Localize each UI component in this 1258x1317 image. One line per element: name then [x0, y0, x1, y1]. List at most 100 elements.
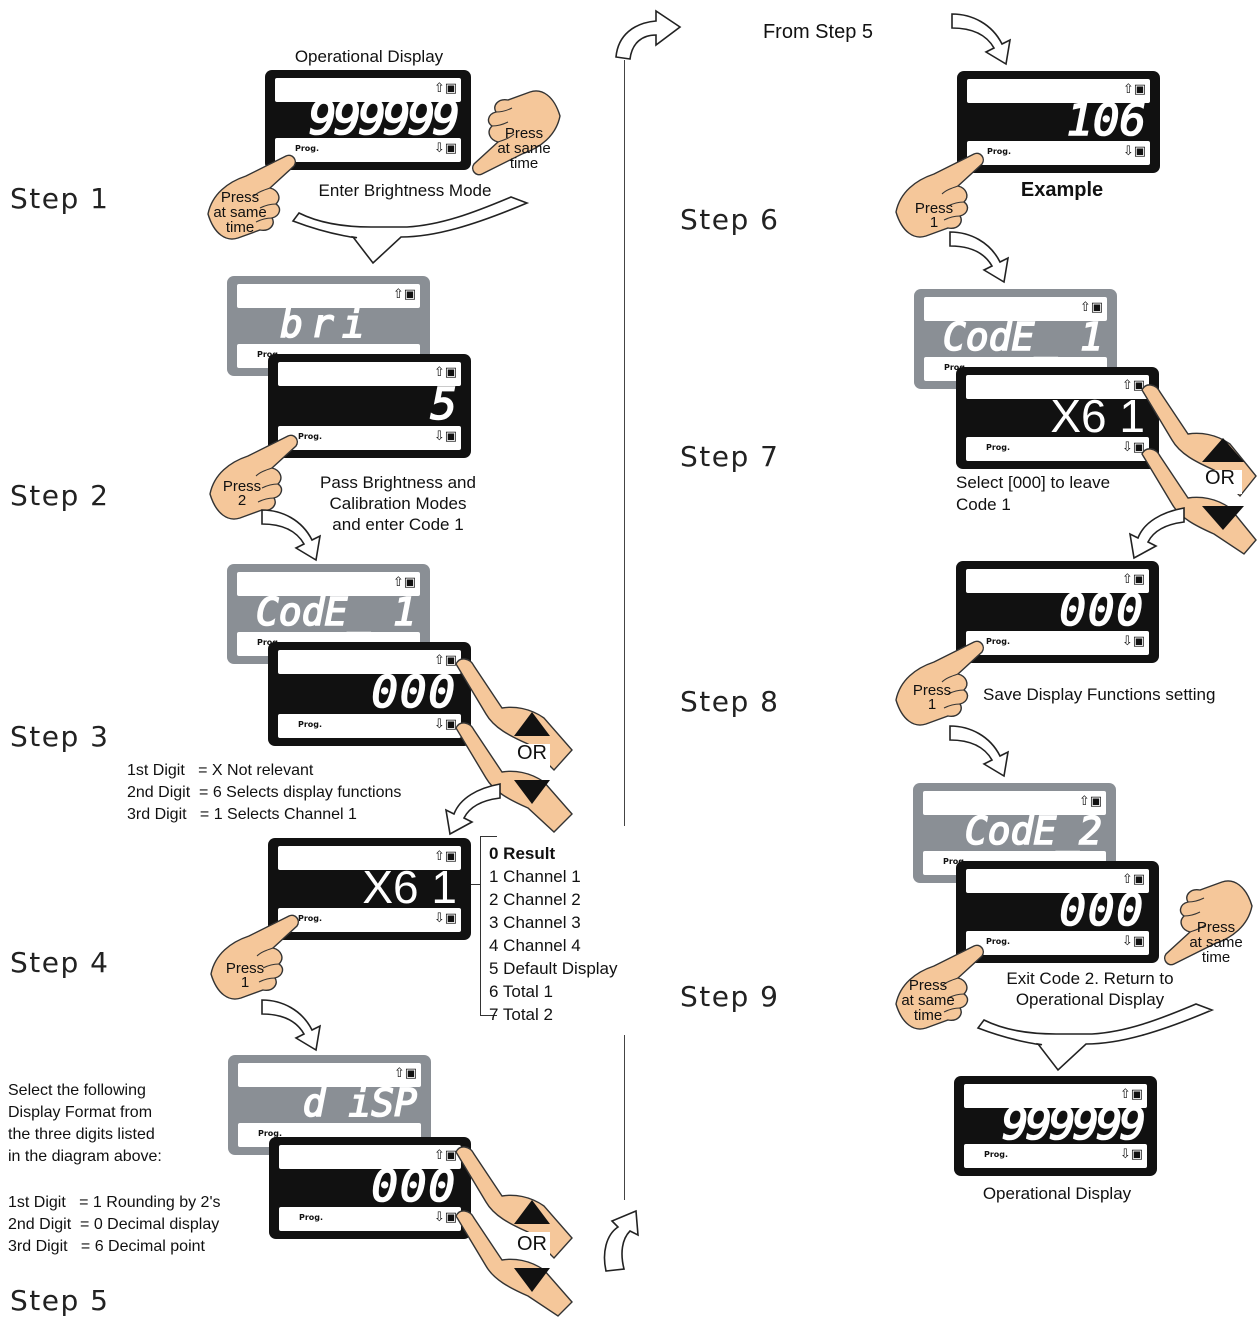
- display-readout: X6 1: [1050, 390, 1145, 442]
- legend-item: 3 Channel 3: [489, 913, 581, 932]
- legend-item: 1 Channel 1: [489, 867, 581, 886]
- column-divider-bottom: [624, 1035, 625, 1200]
- exit-code2-caption: Exit Code 2. Return to Operational Displ…: [1006, 969, 1174, 1009]
- up-key-icon[interactable]: ⇧▣: [1078, 794, 1102, 809]
- continue-arrow-top-icon: [615, 9, 682, 60]
- press1-step8-text: Press 1: [912, 682, 952, 713]
- step-1-label: Step 1: [10, 182, 110, 215]
- up-key-icon[interactable]: ⇧▣: [1121, 572, 1145, 587]
- prog-label: Prog.: [986, 637, 1011, 646]
- step-6-label: Step 6: [680, 203, 780, 236]
- down-key-icon[interactable]: ⇩▣: [433, 141, 457, 156]
- up-key-icon[interactable]: ⇧▣: [433, 81, 457, 96]
- example-value-panel: ⇧▣ 106 Prog. ⇩▣: [957, 71, 1160, 173]
- prog-label: Prog.: [986, 443, 1011, 452]
- curve-arrow-step2-icon: [261, 509, 321, 561]
- operational-display-final-caption: Operational Display: [982, 1184, 1132, 1203]
- operational-display-final-panel: ⇧▣ 999999 Prog. ⇩▣: [954, 1076, 1157, 1176]
- continue-arrow-bottom-icon: [603, 1209, 639, 1272]
- prog-label: Prog.: [257, 638, 282, 647]
- down-key-icon[interactable]: ⇩▣: [433, 429, 457, 444]
- enter-brightness-caption: Enter Brightness Mode: [318, 181, 492, 200]
- legend-item: 6 Total 1: [489, 982, 553, 1001]
- curve-arrow-step7-icon: [1128, 507, 1185, 560]
- step-9-label: Step 9: [680, 980, 780, 1013]
- hand-press-1-step6-icon: [895, 152, 984, 238]
- legend-item: 4 Channel 4: [489, 936, 581, 955]
- code1-value-panel: ⇧▣ 000 Prog. ⇩▣: [268, 642, 471, 746]
- down-key-icon[interactable]: ⇩▣: [1119, 1147, 1143, 1162]
- display-readout: 106: [1066, 94, 1147, 147]
- up-key-icon[interactable]: ⇧▣: [393, 1066, 417, 1081]
- brightness-value-panel: ⇧▣ 5 Prog. ⇩▣: [268, 354, 471, 458]
- curve-arrow-step8-icon: [949, 725, 1009, 777]
- display-readout: 999999: [1001, 1098, 1147, 1151]
- step-7-label: Step 7: [680, 440, 780, 473]
- prog-label: Prog.: [298, 432, 323, 441]
- display-readout: 000: [371, 1160, 457, 1213]
- save-display-text: Save Display Functions setting: [983, 685, 1216, 704]
- down-key-icon[interactable]: ⇩▣: [433, 1210, 457, 1225]
- select-000-text: Select [000] to leave Code 1: [956, 473, 1111, 514]
- column-divider-top: [624, 60, 625, 826]
- display-readout: 000: [371, 666, 457, 719]
- prog-label: Prog.: [986, 937, 1011, 946]
- up-key-icon[interactable]: ⇧▣: [1121, 378, 1145, 393]
- press-same-time-left-text: Press at same time: [213, 189, 267, 236]
- curve-arrow-step6-icon: [949, 231, 1009, 283]
- format-digits-text: 1st Digit = 1 Rounding by 2's 2nd Digit …: [8, 1194, 221, 1255]
- prog-label: Prog.: [943, 857, 968, 866]
- display-readout: 000: [1059, 884, 1145, 937]
- prog-label: Prog.: [298, 720, 323, 729]
- legend-bracket: [480, 836, 497, 1016]
- down-key-icon[interactable]: ⇩▣: [1122, 144, 1146, 159]
- press1-step4-text: Press 1: [225, 960, 265, 991]
- big-down-arrow-2-icon: [976, 1003, 1215, 1072]
- from-step5-text: From Step 5: [762, 21, 874, 43]
- up-key-icon[interactable]: ⇧▣: [433, 849, 457, 864]
- down-key-icon[interactable]: ⇩▣: [433, 717, 457, 732]
- step-3-label: Step 3: [10, 720, 110, 753]
- up-key-icon[interactable]: ⇧▣: [392, 575, 416, 590]
- code1-exit-panel: ⇧▣ 000 Prog. ⇩▣: [956, 561, 1159, 663]
- or-label: OR: [517, 1233, 547, 1255]
- up-key-icon[interactable]: ⇧▣: [433, 1148, 457, 1163]
- big-down-arrow-1-icon: [291, 196, 530, 265]
- operational-display-title: Operational Display: [294, 47, 444, 66]
- display-readout: 000: [1059, 584, 1145, 637]
- operational-display-panel: ⇧▣ 999999 Prog. ⇩▣: [265, 70, 471, 170]
- down-key-icon[interactable]: ⇩▣: [1121, 440, 1145, 455]
- up-down-hands-step7-icon: [1141, 384, 1257, 555]
- prog-label: Prog.: [298, 914, 323, 923]
- legend-bracket-tick: [471, 884, 481, 885]
- display-readout: d iSP: [302, 1080, 418, 1126]
- digit-info-text: 1st Digit = X Not relevant 2nd Digit = 6…: [127, 762, 402, 823]
- up-key-icon[interactable]: ⇧▣: [1079, 300, 1103, 315]
- display-readout: bri: [279, 301, 373, 347]
- display-readout: CodE_ 1: [255, 589, 417, 635]
- press-same-time-right-text: Press at same time: [497, 125, 551, 172]
- channel-legend: 0 Result 1 Channel 1 2 Channel 2 3 Chann…: [489, 842, 618, 1026]
- display-readout: CodE_2: [964, 808, 1103, 854]
- prog-label: Prog.: [295, 144, 320, 153]
- up-key-icon[interactable]: ⇧▣: [433, 653, 457, 668]
- up-key-icon[interactable]: ⇧▣: [1122, 82, 1146, 97]
- prog-label: Prog.: [257, 350, 282, 359]
- legend-item: 2 Channel 2: [489, 890, 581, 909]
- step-2-label: Step 2: [10, 479, 110, 512]
- down-key-icon[interactable]: ⇩▣: [433, 911, 457, 926]
- up-key-icon[interactable]: ⇧▣: [1119, 1087, 1143, 1102]
- prog-label: Prog.: [258, 1129, 283, 1138]
- up-key-icon[interactable]: ⇧▣: [433, 365, 457, 380]
- or-label: OR: [517, 742, 547, 764]
- up-key-icon[interactable]: ⇧▣: [392, 287, 416, 302]
- down-key-icon[interactable]: ⇩▣: [1121, 934, 1145, 949]
- step-5-label: Step 5: [10, 1284, 110, 1317]
- down-key-icon[interactable]: ⇩▣: [1121, 634, 1145, 649]
- display-format-panel: ⇧▣ 000 Prog. ⇩▣: [269, 1137, 471, 1239]
- legend-item: 7 Total 2: [489, 1005, 553, 1024]
- display-readout: 999999: [308, 90, 461, 146]
- legend-item: 5 Default Display: [489, 959, 618, 978]
- prog-label: Prog.: [984, 1150, 1009, 1159]
- up-key-icon[interactable]: ⇧▣: [1121, 872, 1145, 887]
